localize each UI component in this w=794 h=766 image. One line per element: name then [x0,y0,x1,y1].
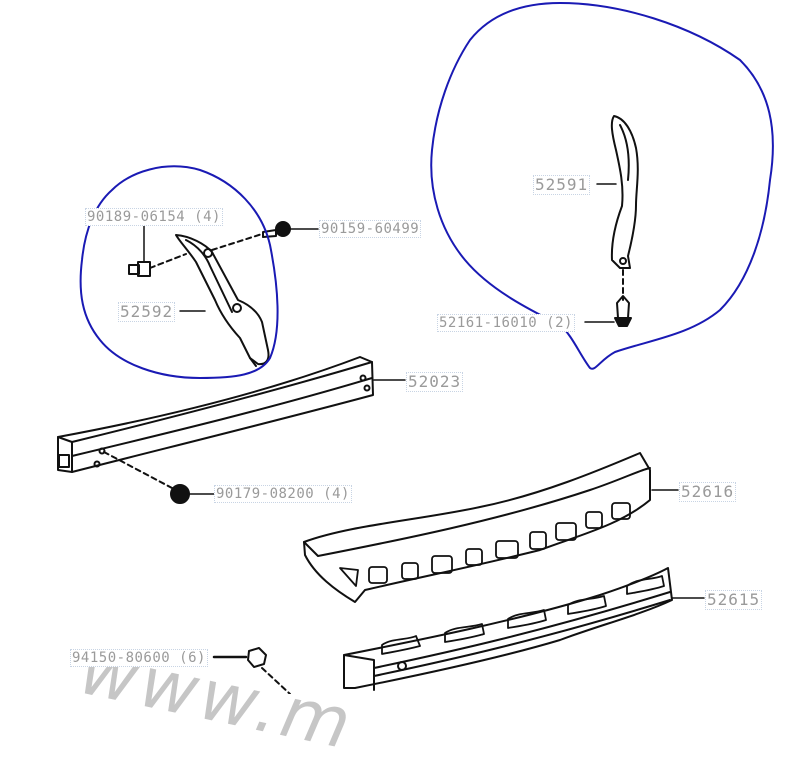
nut-94150-drawing [212,647,291,694]
callout-90189-06154[interactable]: 90189-06154 (4) [85,208,223,226]
callout-52592[interactable]: 52592 [118,302,176,322]
callout-52616[interactable]: 52616 [679,482,737,502]
callout-52023[interactable]: 52023 [406,372,464,392]
callout-52591[interactable]: 52591 [533,175,591,195]
callout-52615[interactable]: 52615 [705,590,763,610]
absorber-52615-drawing [343,567,705,691]
bolt-90159-drawing [211,221,319,251]
bracket-52592-drawing [175,234,270,367]
annotation-circle-left [79,165,279,380]
bracket-52591-drawing [584,115,639,327]
reinforcement-52023-drawing [57,356,406,504]
callout-90159-60499[interactable]: 90159-60499 [319,220,422,238]
clip-90189-drawing [128,223,187,277]
parts-diagram [57,1,774,694]
absorber-52616-drawing [303,452,679,603]
callout-94150-80600[interactable]: 94150-80600 (6) [70,649,208,667]
callout-52161-16010[interactable]: 52161-16010 (2) [437,314,575,332]
callout-90179-08200[interactable]: 90179-08200 (4) [214,485,352,503]
annotation-circle-right [430,1,774,370]
